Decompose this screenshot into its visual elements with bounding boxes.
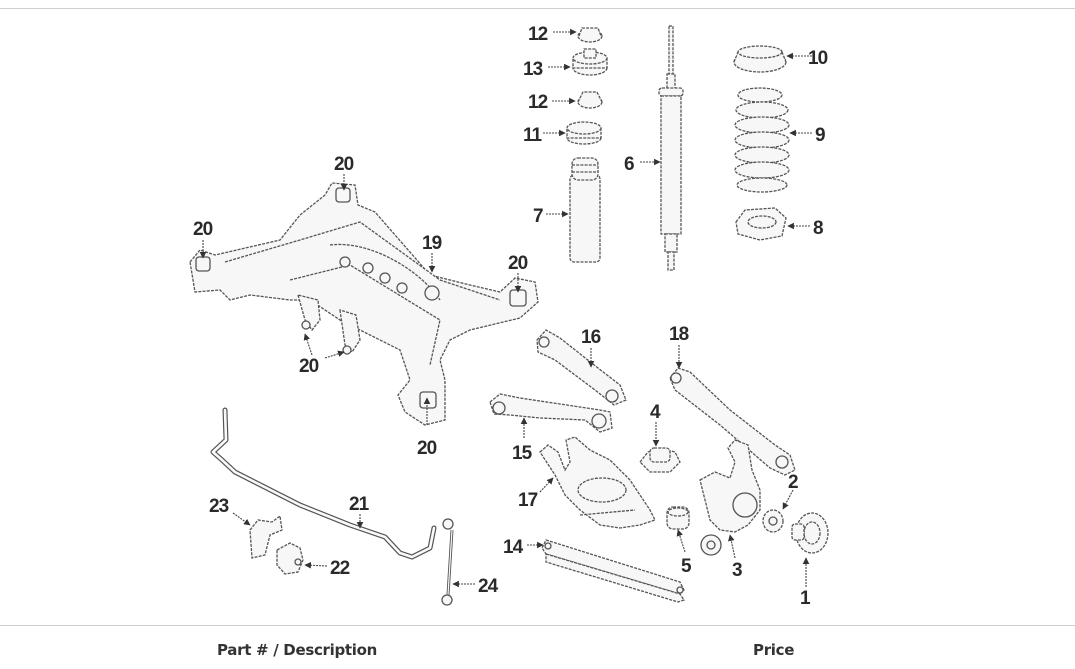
callout-11[interactable]: 11 (523, 125, 544, 146)
column-header-description: Part # / Description (217, 641, 378, 659)
callout-20[interactable]: 20 (299, 356, 320, 377)
callout-20[interactable]: 20 (334, 154, 355, 175)
upper-control-arm-16[interactable] (536, 329, 627, 406)
callout-7[interactable]: 7 (533, 206, 544, 227)
bushing-5[interactable] (666, 506, 690, 530)
toe-link-14[interactable] (541, 539, 686, 603)
callout-19[interactable]: 19 (422, 233, 443, 254)
coil-spring-9[interactable] (734, 87, 790, 193)
shock-absorber-6[interactable] (658, 25, 684, 271)
callout-21[interactable]: 21 (349, 494, 371, 515)
lower-control-arm-17[interactable] (539, 436, 656, 529)
callout-17[interactable]: 17 (518, 490, 539, 511)
parts-table-header: Part # / Description Price (0, 638, 1075, 664)
callout-12[interactable]: 12 (528, 24, 549, 45)
callout-12[interactable]: 12 (528, 92, 549, 113)
lower-spring-seat-8[interactable] (735, 207, 787, 241)
knuckle-3[interactable] (699, 439, 761, 556)
stabilizer-bar-21[interactable] (210, 407, 437, 560)
callout-8[interactable]: 8 (813, 218, 824, 239)
control-arm-15[interactable] (489, 393, 613, 433)
upper-mount-cap-12[interactable] (577, 27, 603, 43)
callout-22[interactable]: 22 (330, 558, 351, 579)
spacer-11[interactable] (566, 121, 602, 145)
callout-5[interactable]: 5 (681, 556, 693, 577)
callout-14[interactable]: 14 (503, 537, 525, 558)
top-divider (0, 8, 1075, 9)
wheel-hub-1[interactable] (791, 512, 829, 554)
rear-subframe[interactable] (189, 182, 539, 426)
callout-1[interactable]: 1 (800, 588, 812, 609)
callout-2[interactable]: 2 (788, 472, 799, 493)
stabilizer-link-24[interactable] (441, 518, 454, 606)
callout-20[interactable]: 20 (417, 438, 438, 459)
mount-cap-12[interactable] (577, 91, 603, 109)
callout-13[interactable]: 13 (523, 59, 544, 80)
wheel-bearing-2[interactable] (762, 509, 784, 533)
callout-15[interactable]: 15 (512, 443, 534, 464)
callout-16[interactable]: 16 (581, 327, 602, 348)
callout-3[interactable]: 3 (732, 560, 743, 581)
leader-lines (199, 28, 812, 588)
stabilizer-bushing-22[interactable] (276, 542, 304, 575)
trailing-arm-18[interactable] (669, 367, 796, 476)
callout-20[interactable]: 20 (193, 219, 214, 240)
mount-4[interactable] (639, 447, 681, 473)
upper-spring-seat-10[interactable] (733, 45, 787, 73)
column-header-price: Price (753, 641, 795, 659)
callout-labels: 12 13 12 11 7 6 10 9 8 20 20 19 20 20 20… (193, 24, 829, 609)
mount-bushing-13[interactable] (572, 48, 608, 76)
parts-diagram: 12 13 12 11 7 6 10 9 8 20 20 19 20 20 20… (0, 9, 1075, 625)
callout-23[interactable]: 23 (209, 496, 230, 517)
stabilizer-bracket-23[interactable] (249, 514, 283, 559)
callout-18[interactable]: 18 (669, 324, 690, 345)
callout-20[interactable]: 20 (508, 253, 529, 274)
callout-9[interactable]: 9 (815, 125, 826, 146)
callout-6[interactable]: 6 (624, 154, 635, 175)
table-divider (0, 625, 1075, 626)
callout-4[interactable]: 4 (650, 402, 662, 423)
bump-stop-dust-boot-7[interactable] (569, 157, 601, 263)
callout-24[interactable]: 24 (478, 576, 500, 597)
callout-10[interactable]: 10 (808, 48, 829, 69)
